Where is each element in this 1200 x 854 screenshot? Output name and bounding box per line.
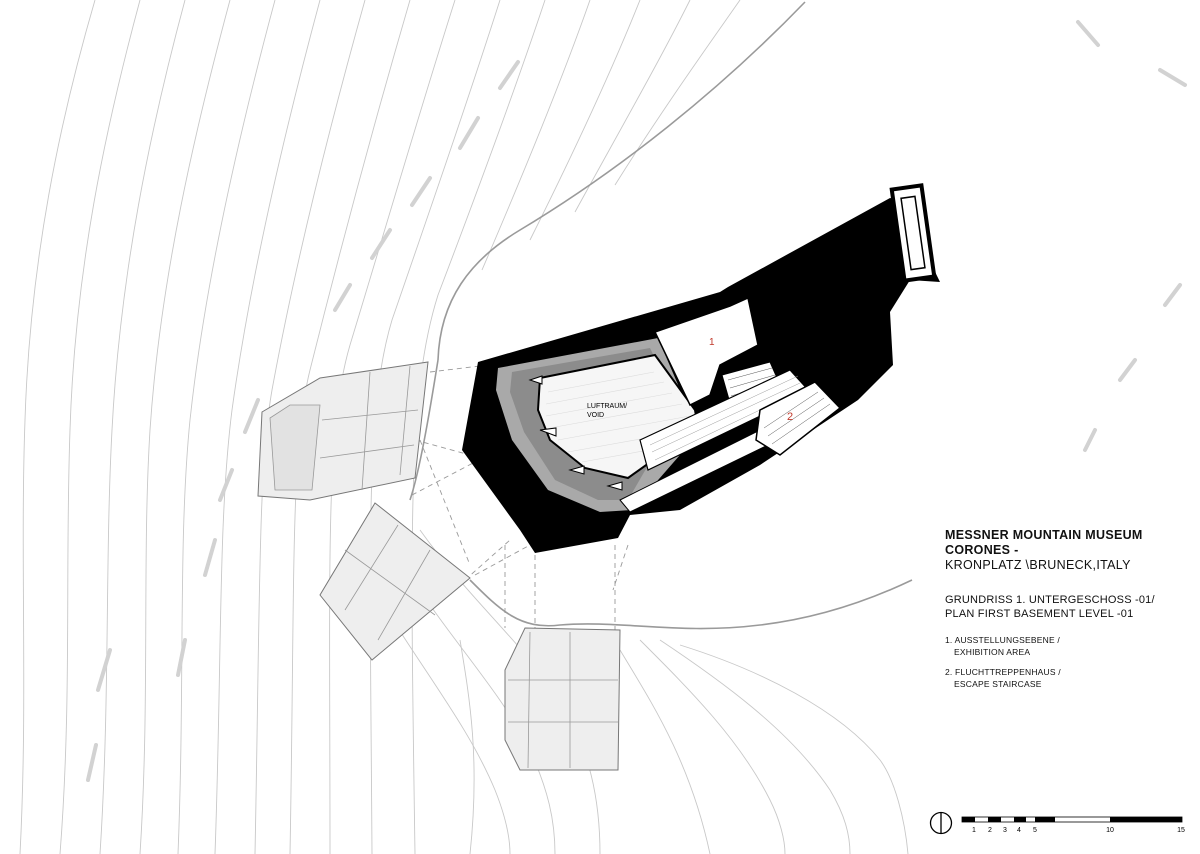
slope-hatching — [86, 20, 1187, 782]
void-label-line1: LUFTRAUM/ — [587, 403, 627, 410]
legend-item-translation: ESCAPE STAIRCASE — [954, 678, 1042, 689]
scale-tick-3: 3 — [1003, 827, 1007, 834]
north-arrow-icon — [929, 811, 953, 835]
interior-spaces — [496, 296, 842, 513]
scale-tick-4: 4 — [1017, 827, 1021, 834]
legend: 1. AUSSTELLUNGSEBENE / EXHIBITION AREA 2… — [945, 635, 1195, 690]
legend-item: 2. FLUCHTTREPPENHAUS / ESCAPE STAIRCASE — [945, 667, 1195, 690]
project-location: KRONPLATZ \BRUNECK,ITALY — [945, 558, 1131, 572]
legend-item-label: 2. FLUCHTTREPPENHAUS / — [945, 667, 1061, 677]
room-number-1: 1 — [709, 337, 715, 348]
legend-item: 1. AUSSTELLUNGSEBENE / EXHIBITION AREA — [945, 635, 1195, 658]
canopy-southwest — [319, 502, 471, 661]
plan-name: GRUNDRISS 1. UNTERGESCHOSS -01/ PLAN FIR… — [945, 593, 1195, 621]
plan-name-en: PLAN FIRST BASEMENT LEVEL -01 — [945, 608, 1134, 620]
project-title-line2: CORONES - — [945, 543, 1019, 557]
projection-lines — [411, 365, 629, 630]
void-label-line2: VOID — [587, 412, 604, 419]
void-hatching — [545, 371, 691, 463]
scale-tick-5: 5 — [1033, 827, 1037, 834]
legend-item-translation: EXHIBITION AREA — [954, 646, 1031, 657]
legend-item-label: 1. AUSSTELLUNGSEBENE / — [945, 635, 1060, 645]
room-number-2: 2 — [787, 411, 793, 423]
scale-tick-2: 2 — [988, 827, 992, 834]
scale-tick-10: 10 — [1106, 827, 1114, 834]
scale-tick-15: 15 — [1177, 827, 1185, 834]
terrain-edge — [409, 1, 913, 630]
canopy-south — [504, 627, 621, 771]
scale-tick-1: 1 — [972, 827, 976, 834]
contour-lines — [19, 0, 909, 854]
project-title-line1: MESSNER MOUNTAIN MUSEUM — [945, 528, 1143, 542]
scale-bar: 1 2 3 4 5 10 15 — [961, 816, 1185, 834]
title-block: MESSNER MOUNTAIN MUSEUM CORONES - KRONPL… — [945, 528, 1195, 699]
canopy-west — [257, 361, 429, 501]
plan-name-de: GRUNDRISS 1. UNTERGESCHOSS -01/ — [945, 594, 1155, 606]
